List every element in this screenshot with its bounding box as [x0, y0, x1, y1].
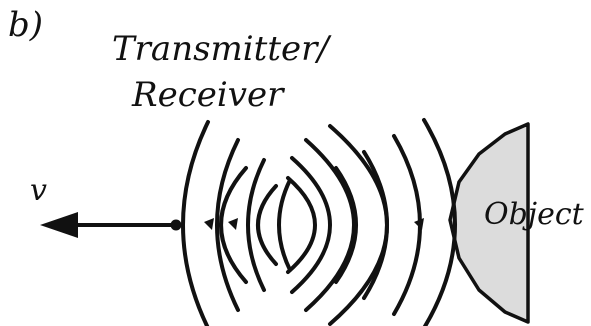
outgoing-wave-5	[330, 126, 387, 324]
reflected-wave-2	[394, 136, 420, 314]
reflected-wave-6	[258, 186, 276, 264]
transmitter-point	[171, 220, 182, 231]
outgoing-wave-4	[279, 180, 290, 270]
outgoing-wave-8	[288, 178, 315, 272]
velocity-arrowhead	[40, 212, 78, 238]
reflected-wave-3	[364, 152, 387, 298]
outgoing-wave-1	[183, 122, 208, 326]
outgoing-wave-7	[292, 158, 330, 292]
object-label: Object	[484, 200, 584, 230]
